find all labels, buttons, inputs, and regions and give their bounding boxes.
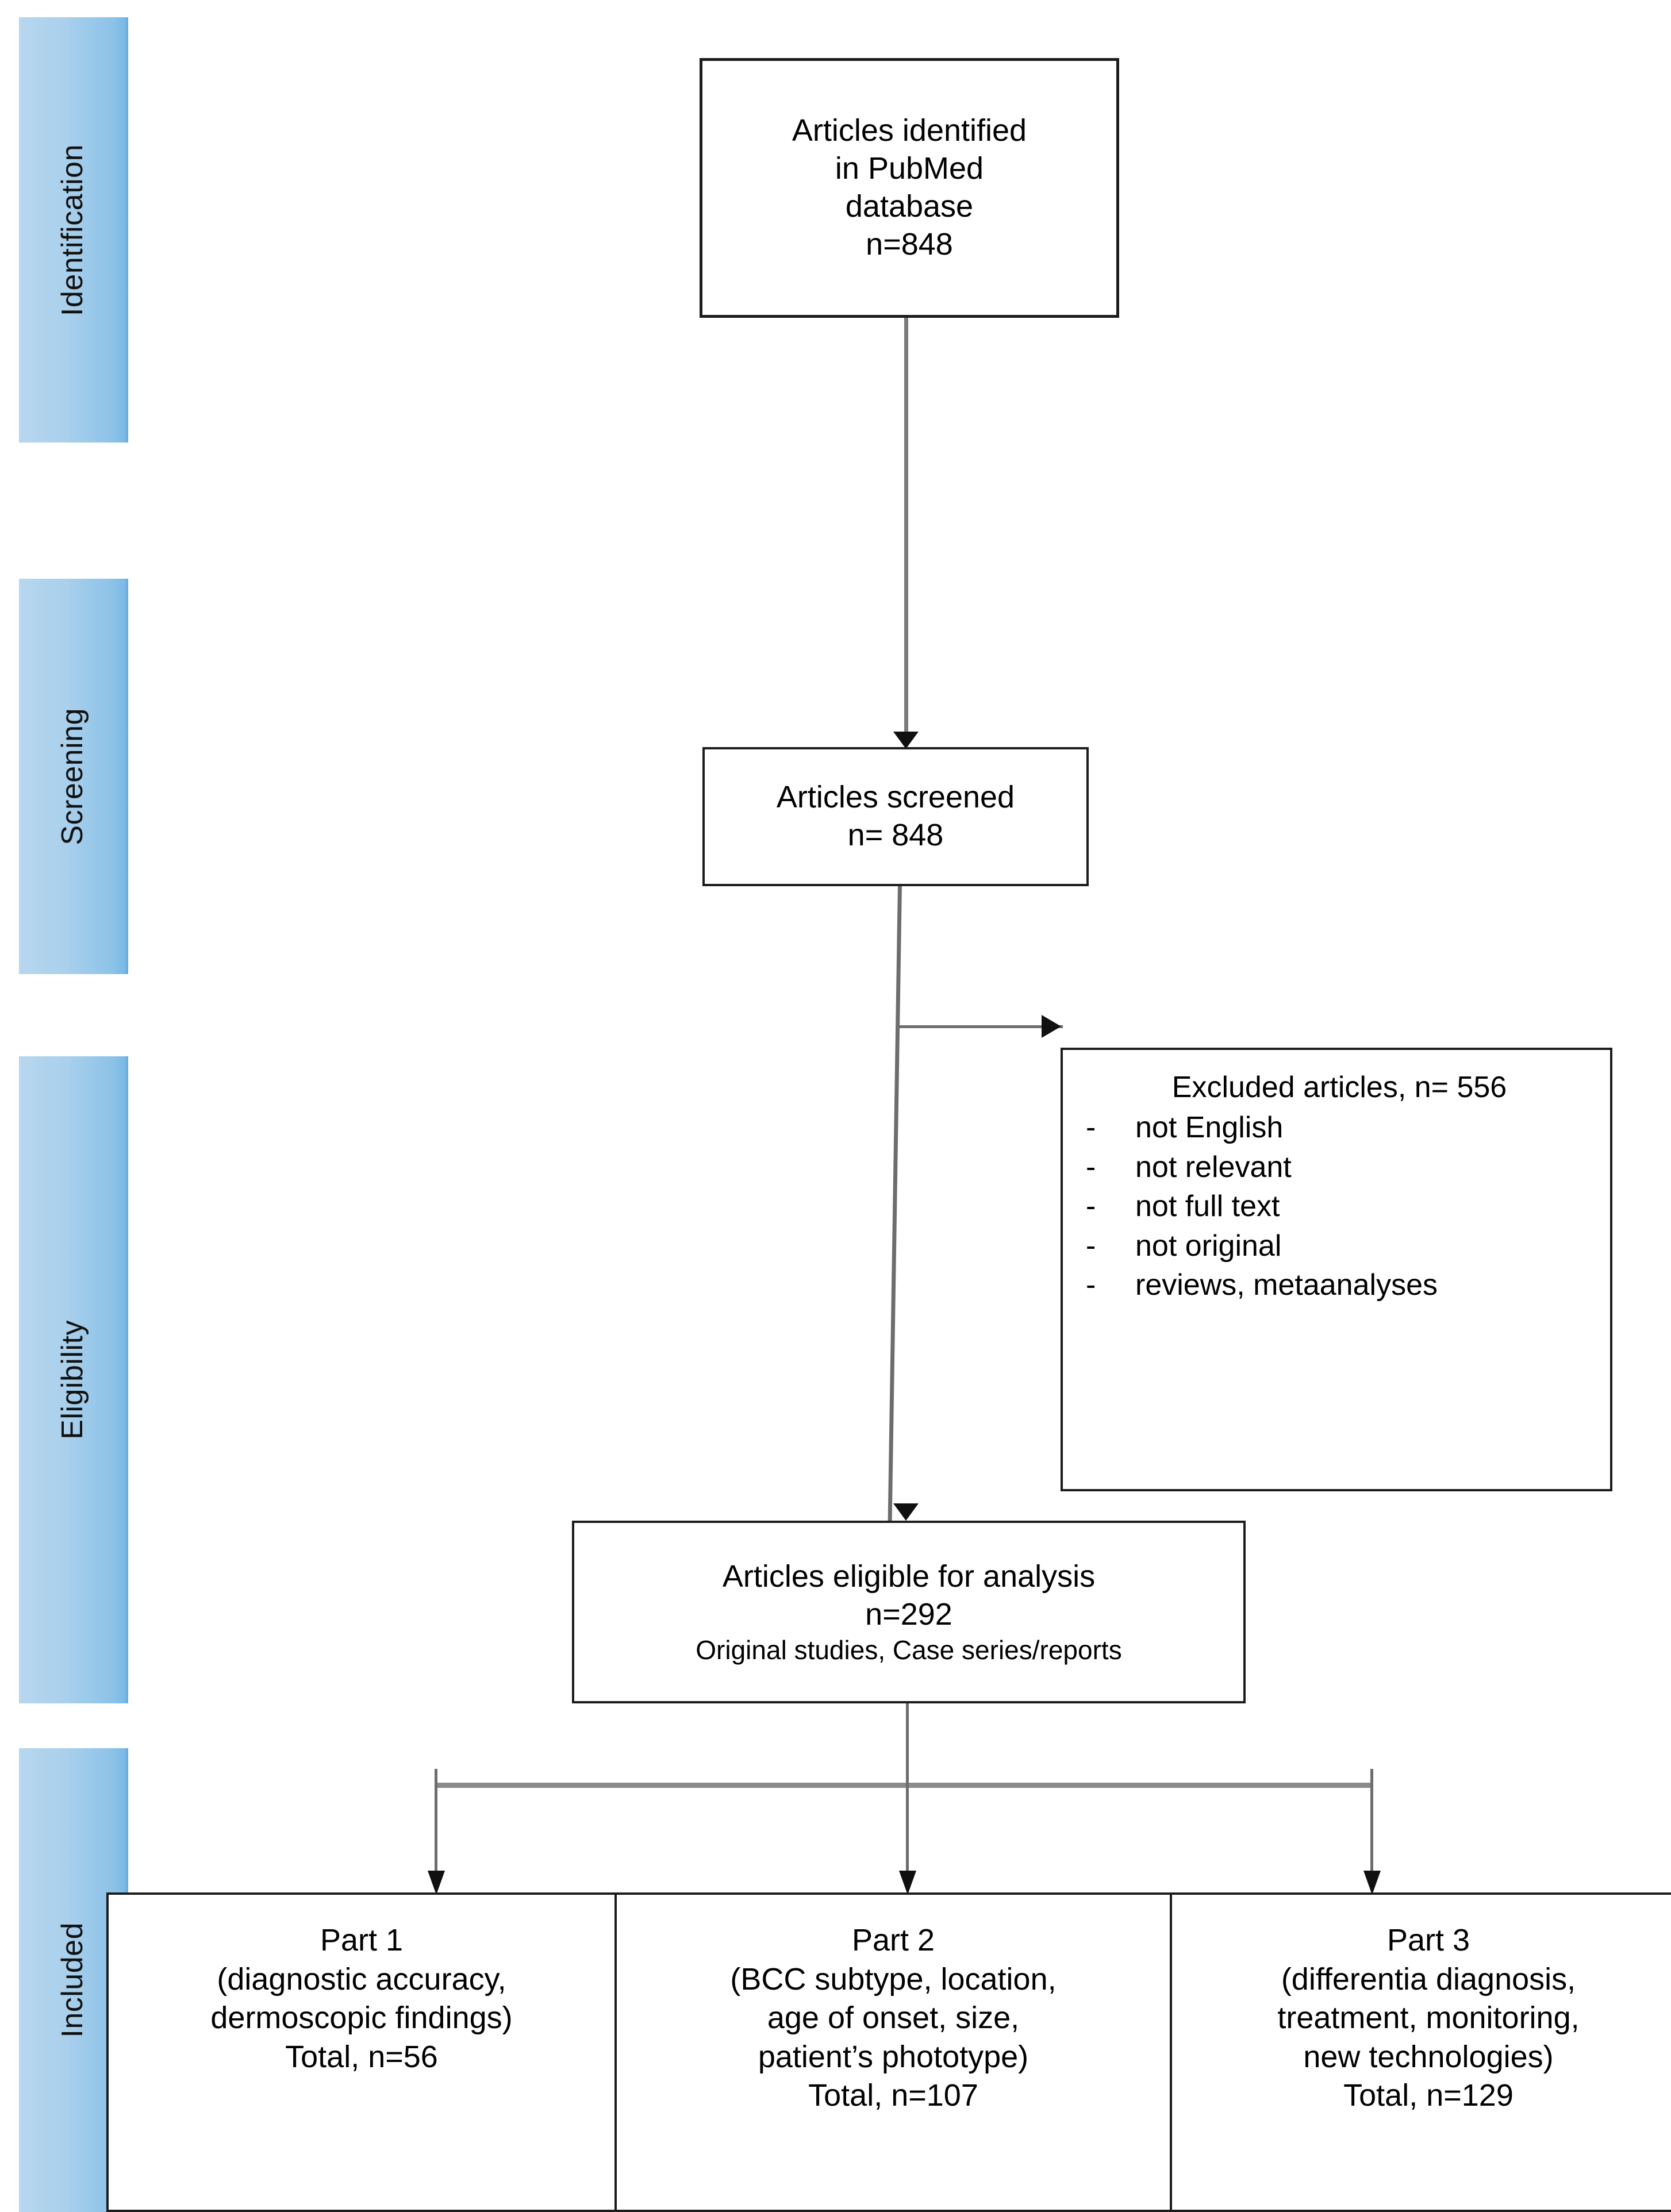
- connector-screened-to-excluded: [900, 1025, 1063, 1028]
- connector-identified-to-screened: [904, 317, 908, 737]
- box-part-3: Part 3 (differentia diagnosis, treatment…: [1170, 1892, 1671, 2212]
- stage-label-screening: Screening: [56, 707, 89, 845]
- eligible-study-types: Original studies, Case series/reports: [696, 1634, 1122, 1665]
- identified-line-2: in PubMed: [835, 151, 984, 186]
- excluded-reason-item: - not original: [1086, 1228, 1593, 1264]
- stage-label-included: Included: [56, 1922, 89, 2038]
- arrowhead-to-part3: [1363, 1871, 1381, 1895]
- box-articles-eligible: Articles eligible for analysis n=292 Ori…: [572, 1521, 1246, 1703]
- arrowhead-screened-to-excluded: [1042, 1015, 1061, 1038]
- part-1-scope: (diagnostic accuracy, dermoscopic findin…: [210, 1961, 513, 2036]
- part-2-total: Total, n=107: [808, 2078, 978, 2113]
- excluded-reason-text: reviews, metaanalyses: [1135, 1268, 1438, 1302]
- connector-bus-to-part2: [906, 1783, 909, 1890]
- arrowhead-to-part2: [899, 1871, 916, 1895]
- connector-bus-to-part1: [435, 1769, 437, 1890]
- part-1-title: Part 1: [320, 1923, 404, 1957]
- box-articles-identified: Articles identified in PubMed database n…: [700, 58, 1119, 318]
- excluded-reason-item: - not English: [1086, 1109, 1593, 1146]
- connector-eligible-trunk: [906, 1703, 909, 1787]
- stage-label-eligibility: Eligibility: [56, 1320, 89, 1440]
- part-2-scope: (BCC subtype, location, age of onset, si…: [730, 1961, 1057, 2074]
- connector-screened-to-eligible: [888, 885, 902, 1523]
- bullet-dash-icon: -: [1086, 1111, 1096, 1145]
- excluded-reason-list: - not English - not relevant - not full …: [1086, 1109, 1593, 1306]
- excluded-reason-text: not relevant: [1135, 1150, 1292, 1184]
- arrowhead-identified-to-screened: [893, 732, 919, 749]
- box-articles-screened: Articles screened n= 848: [702, 747, 1089, 886]
- box-excluded-articles: Excluded articles, n= 556 - not English …: [1061, 1048, 1612, 1491]
- box-part-2: Part 2 (BCC subtype, location, age of on…: [614, 1892, 1172, 2212]
- part-3-title: Part 3: [1386, 1923, 1470, 1957]
- part-3-scope: (differentia diagnosis, treatment, monit…: [1277, 1961, 1580, 2074]
- arrowhead-screened-to-eligible: [893, 1503, 919, 1521]
- part-1-total: Total, n=56: [285, 2039, 438, 2074]
- stage-bar-eligibility: Eligibility: [19, 1056, 128, 1703]
- excluded-reason-text: not full text: [1135, 1190, 1280, 1224]
- eligible-count: n=292: [865, 1597, 952, 1632]
- connector-bus-to-part3: [1370, 1769, 1373, 1890]
- excluded-reason-text: not English: [1135, 1111, 1284, 1145]
- excluded-reason-text: not original: [1135, 1229, 1282, 1263]
- stage-bar-screening: Screening: [19, 579, 128, 974]
- part-3-total: Total, n=129: [1343, 2078, 1513, 2113]
- identified-line-1: Articles identified: [792, 113, 1027, 148]
- stage-label-identification: Identification: [56, 144, 89, 316]
- screened-line-1: Articles screened: [776, 780, 1015, 815]
- bullet-dash-icon: -: [1086, 1268, 1096, 1302]
- excluded-reason-item: - not full text: [1086, 1188, 1593, 1225]
- identified-line-3: database: [845, 189, 974, 224]
- stage-bar-identification: Identification: [19, 17, 128, 443]
- screened-count: n= 848: [847, 818, 944, 852]
- bullet-dash-icon: -: [1086, 1150, 1096, 1184]
- arrowhead-to-part1: [428, 1871, 445, 1895]
- eligible-line-1: Articles eligible for analysis: [722, 1559, 1096, 1594]
- box-part-1: Part 1 (diagnostic accuracy, dermoscopic…: [106, 1892, 617, 2212]
- bullet-dash-icon: -: [1086, 1190, 1096, 1224]
- bullet-dash-icon: -: [1086, 1229, 1096, 1263]
- excluded-reason-item: - not relevant: [1086, 1149, 1593, 1186]
- connector-parts-bus: [435, 1783, 1373, 1788]
- part-2-title: Part 2: [851, 1923, 935, 1957]
- excluded-reason-item: - reviews, metaanalyses: [1086, 1267, 1593, 1303]
- identified-count: n=848: [866, 226, 953, 261]
- excluded-title: Excluded articles, n= 556: [1171, 1071, 1507, 1104]
